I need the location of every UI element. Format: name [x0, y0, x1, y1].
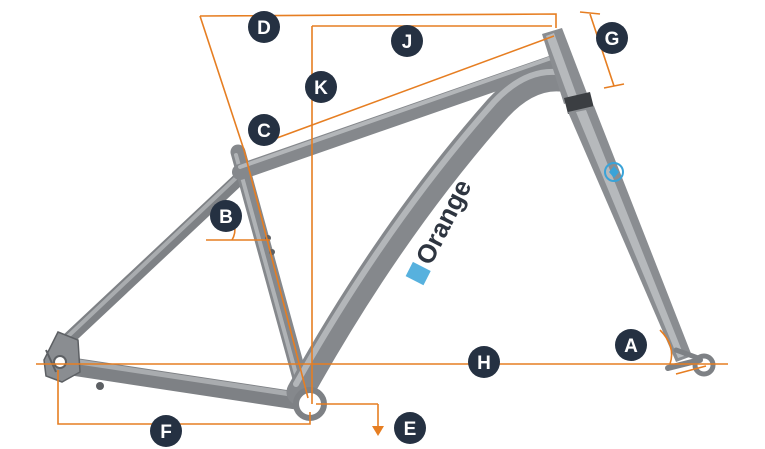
- svg-text:H: H: [477, 353, 491, 374]
- measurement-lines: [36, 11, 728, 426]
- label-f: F: [150, 415, 182, 447]
- fork-dropout: [692, 353, 716, 377]
- label-d: D: [248, 11, 280, 43]
- svg-text:E: E: [404, 419, 417, 440]
- svg-text:J: J: [402, 32, 413, 53]
- measure-line-f: [57, 370, 311, 425]
- svg-text:C: C: [257, 121, 271, 142]
- svg-text:F: F: [160, 422, 172, 443]
- label-e: E: [394, 412, 426, 444]
- measure-line-c: [243, 149, 309, 399]
- down-tube: [286, 64, 574, 406]
- label-c: C: [248, 114, 280, 146]
- measure-arrow-e: [372, 426, 384, 436]
- svg-text:A: A: [624, 336, 638, 357]
- label-badges: D J G K C B A H: [150, 11, 647, 447]
- label-g: G: [596, 22, 628, 54]
- svg-text:B: B: [219, 207, 233, 228]
- brand-accent-box: [405, 261, 431, 286]
- fork-logo-icon: [604, 162, 624, 182]
- label-b: B: [210, 200, 242, 232]
- measure-line-g: [579, 11, 601, 15]
- label-h: H: [468, 346, 500, 378]
- top-tube: [232, 54, 564, 180]
- measure-line-d: [199, 13, 557, 28]
- svg-text:D: D: [257, 18, 271, 39]
- svg-text:K: K: [314, 78, 328, 99]
- bike-frame: [43, 28, 716, 421]
- chain-stay: [53, 356, 315, 411]
- label-a: A: [615, 329, 647, 361]
- seat-tube: [230, 144, 314, 408]
- seat-stay: [55, 171, 247, 352]
- svg-text:G: G: [605, 29, 620, 50]
- measure-arc-a: [659, 329, 673, 365]
- label-k: K: [305, 71, 337, 103]
- label-j: J: [391, 25, 423, 57]
